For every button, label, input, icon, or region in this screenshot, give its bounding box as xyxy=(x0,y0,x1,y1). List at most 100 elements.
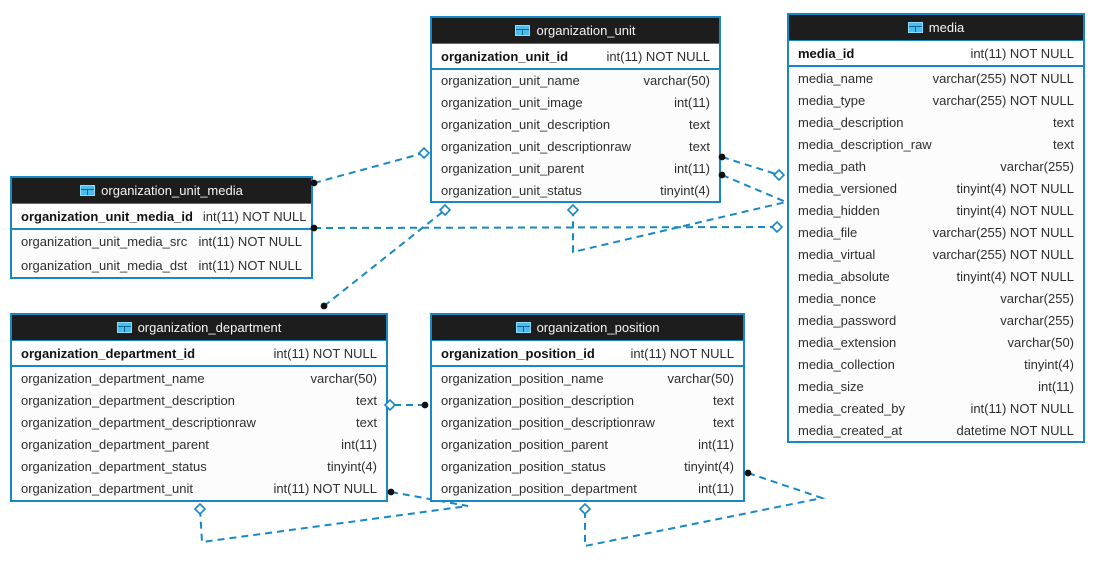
primary-key-row[interactable]: media_id int(11) NOT NULL xyxy=(789,41,1083,67)
column-name: organization_position_description xyxy=(441,392,634,408)
column-type: tinyint(4) xyxy=(1024,356,1074,372)
column-type: int(11) xyxy=(698,437,734,453)
column-name: organization_unit_media_src xyxy=(21,234,188,250)
column-row[interactable]: organization_unit_image int(11) xyxy=(432,92,719,114)
column-type: varchar(255) NOT NULL xyxy=(932,92,1074,108)
table-title: organization_unit_media xyxy=(101,183,243,198)
column-name: media_created_at xyxy=(798,422,903,438)
column-row[interactable]: media_description_raw text xyxy=(789,133,1083,155)
primary-key-row[interactable]: organization_position_id int(11) NOT NUL… xyxy=(432,341,743,367)
column-name: organization_unit_description xyxy=(441,117,611,133)
column-type: datetime NOT NULL xyxy=(956,422,1074,438)
primary-key-type: int(11) NOT NULL xyxy=(630,345,734,361)
table-organization_position[interactable]: organization_position organization_posit… xyxy=(430,313,745,502)
column-rows: organization_unit_name varchar(50) organ… xyxy=(432,70,719,201)
column-name: organization_unit_media_dst xyxy=(21,257,188,273)
column-type: tinyint(4) xyxy=(684,459,734,475)
relationship-organization_department-to-organization_unit[interactable] xyxy=(323,209,446,307)
primary-key-name: organization_position_id xyxy=(441,345,595,361)
column-type: text xyxy=(1053,114,1074,130)
column-name: media_name xyxy=(798,70,874,86)
column-row[interactable]: organization_department_descriptionraw t… xyxy=(12,411,386,433)
column-row[interactable]: organization_position_department int(11) xyxy=(432,478,743,500)
column-row[interactable]: media_hidden tinyint(4) NOT NULL xyxy=(789,199,1083,221)
column-name: media_versioned xyxy=(798,180,898,196)
column-name: organization_unit_parent xyxy=(441,160,585,176)
column-row[interactable]: media_file varchar(255) NOT NULL xyxy=(789,221,1083,243)
column-row[interactable]: media_description text xyxy=(789,111,1083,133)
table-organization_unit[interactable]: organization_unit organization_unit_id i… xyxy=(430,16,721,203)
column-name: organization_position_department xyxy=(441,481,637,497)
column-row[interactable]: media_absolute tinyint(4) NOT NULL xyxy=(789,265,1083,287)
table-icon xyxy=(907,22,923,33)
column-name: media_hidden xyxy=(798,202,880,218)
column-row[interactable]: organization_position_description text xyxy=(432,389,743,411)
primary-key-row[interactable]: organization_unit_id int(11) NOT NULL xyxy=(432,44,719,70)
primary-key-row[interactable]: organization_department_id int(11) NOT N… xyxy=(12,341,386,367)
column-row[interactable]: organization_unit_media_src int(11) NOT … xyxy=(12,230,311,254)
column-row[interactable]: organization_department_unit int(11) NOT… xyxy=(12,478,386,500)
column-name: media_nonce xyxy=(798,290,877,306)
relationship-organization_unit-to-media[interactable] xyxy=(721,156,780,176)
column-type: text xyxy=(689,138,710,154)
table-header: organization_unit_media xyxy=(12,178,311,204)
column-row[interactable]: organization_unit_name varchar(50) xyxy=(432,70,719,92)
column-row[interactable]: media_password varchar(255) xyxy=(789,309,1083,331)
column-row[interactable]: organization_unit_parent int(11) xyxy=(432,157,719,179)
column-row[interactable]: media_created_at datetime NOT NULL xyxy=(789,419,1083,441)
table-header: organization_position xyxy=(432,315,743,341)
column-row[interactable]: media_virtual varchar(255) NOT NULL xyxy=(789,243,1083,265)
column-row[interactable]: organization_department_parent int(11) xyxy=(12,434,386,456)
primary-key-row[interactable]: organization_unit_media_id int(11) NOT N… xyxy=(12,204,311,230)
column-row[interactable]: organization_unit_descriptionraw text xyxy=(432,135,719,157)
relationship-organization_unit_media-to-media[interactable] xyxy=(313,226,778,229)
table-organization_unit_media[interactable]: organization_unit_media organization_uni… xyxy=(10,176,313,279)
column-name: media_path xyxy=(798,158,866,174)
column-row[interactable]: organization_department_name varchar(50) xyxy=(12,367,386,389)
column-row[interactable]: organization_unit_status tinyint(4) xyxy=(432,179,719,201)
column-type: text xyxy=(356,414,377,430)
column-row[interactable]: organization_unit_description text xyxy=(432,114,719,136)
column-type: tinyint(4) xyxy=(660,182,710,198)
column-row[interactable]: media_name varchar(255) NOT NULL xyxy=(789,67,1083,89)
column-row[interactable]: media_nonce varchar(255) xyxy=(789,287,1083,309)
column-row[interactable]: organization_department_status tinyint(4… xyxy=(12,456,386,478)
primary-key-type: int(11) NOT NULL xyxy=(970,45,1074,61)
column-type: int(11) xyxy=(698,481,734,497)
column-row[interactable]: media_versioned tinyint(4) NOT NULL xyxy=(789,177,1083,199)
table-icon xyxy=(116,322,132,333)
relationship-organization_position-parent-self[interactable] xyxy=(584,472,826,548)
column-type: int(11) xyxy=(341,437,377,453)
column-rows: organization_position_name varchar(50) o… xyxy=(432,367,743,500)
column-row[interactable]: media_extension varchar(50) xyxy=(789,331,1083,353)
column-name: media_size xyxy=(798,378,864,394)
column-row[interactable]: organization_position_descriptionraw tex… xyxy=(432,411,743,433)
column-name: media_collection xyxy=(798,356,895,372)
column-type: varchar(255) NOT NULL xyxy=(932,224,1074,240)
column-row[interactable]: media_created_by int(11) NOT NULL xyxy=(789,397,1083,419)
column-type: int(11) NOT NULL xyxy=(970,400,1074,416)
column-row[interactable]: organization_position_status tinyint(4) xyxy=(432,456,743,478)
column-row[interactable]: organization_unit_media_dst int(11) NOT … xyxy=(12,254,311,278)
column-type: text xyxy=(356,392,377,408)
table-title: organization_unit xyxy=(536,23,636,38)
column-row[interactable]: media_size int(11) xyxy=(789,375,1083,397)
column-type: varchar(50) xyxy=(643,73,710,89)
column-row[interactable]: organization_department_description text xyxy=(12,389,386,411)
table-organization_department[interactable]: organization_department organization_dep… xyxy=(10,313,388,502)
column-row[interactable]: organization_position_name varchar(50) xyxy=(432,367,743,389)
column-type: varchar(255) NOT NULL xyxy=(932,246,1074,262)
column-type: tinyint(4) NOT NULL xyxy=(956,180,1074,196)
column-type: tinyint(4) NOT NULL xyxy=(956,268,1074,284)
column-row[interactable]: organization_position_parent int(11) xyxy=(432,434,743,456)
column-type: text xyxy=(1053,136,1074,152)
column-type: int(11) NOT NULL xyxy=(198,234,302,250)
primary-key-type: int(11) NOT NULL xyxy=(273,345,377,361)
column-row[interactable]: media_type varchar(255) NOT NULL xyxy=(789,89,1083,111)
column-row[interactable]: media_collection tinyint(4) xyxy=(789,353,1083,375)
table-media[interactable]: media media_id int(11) NOT NULL media_na… xyxy=(787,13,1085,443)
column-type: varchar(50) xyxy=(667,370,734,386)
column-row[interactable]: media_path varchar(255) xyxy=(789,155,1083,177)
relationship-organization_department-parent-self[interactable] xyxy=(199,491,469,544)
